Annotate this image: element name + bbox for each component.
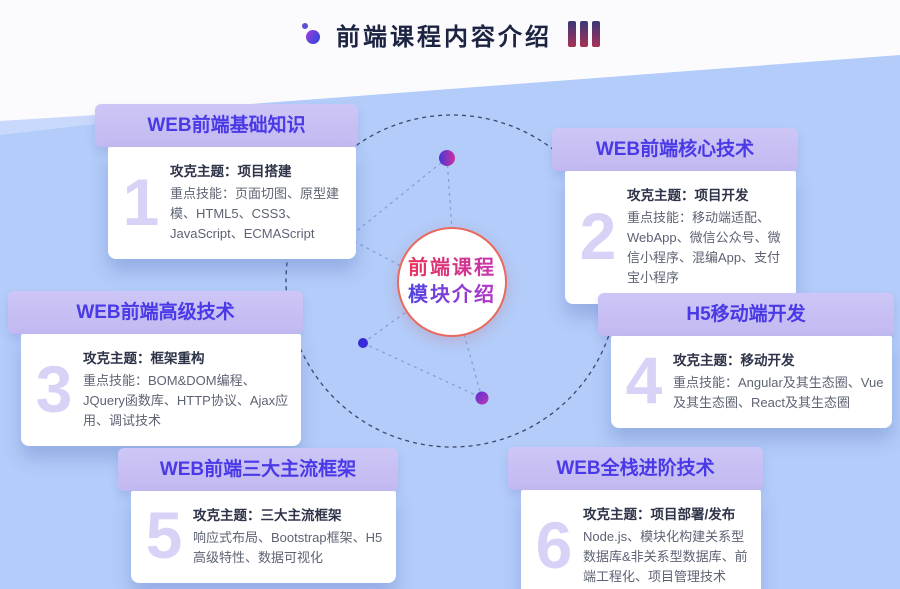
card-1-title: WEB前端基础知识 xyxy=(95,104,358,147)
card-5-skills: 响应式布局、Bootstrap框架、H5高级特性、数据可视化 xyxy=(193,530,383,566)
card-2-body: 2 攻克主题：项目开发 重点技能：移动端适配、WebApp、微信公众号、微信小程… xyxy=(565,171,796,304)
card-2-title: WEB前端核心技术 xyxy=(552,128,798,171)
hub-title-line1: 前端课程 xyxy=(408,255,496,282)
card-4-skills: 重点技能：Angular及其生态圈、Vue及其生态圈、React及其生态圈 xyxy=(673,375,884,411)
connector-lines xyxy=(347,157,483,399)
card-2-theme: 攻克主题：项目开发 xyxy=(627,188,749,203)
page-title: 前端课程内容介绍 xyxy=(336,23,552,51)
card-5-body: 5 攻克主题：三大主流框架 响应式布局、Bootstrap框架、H5高级特性、数… xyxy=(131,491,396,584)
node-dot-lower-left xyxy=(358,338,368,348)
card-3-number: 3 xyxy=(35,351,73,426)
card-2-number: 2 xyxy=(579,198,617,273)
page-header: 前端课程内容介绍 xyxy=(0,14,900,54)
card-5-theme: 攻克主题：三大主流框架 xyxy=(193,508,342,523)
course-card-2: WEB前端核心技术 2 攻克主题：项目开发 重点技能：移动端适配、WebApp、… xyxy=(552,128,798,304)
card-6-number: 6 xyxy=(535,507,573,582)
course-card-6: WEB全栈进阶技术 6 攻克主题：项目部署/发布 Node.js、模块化构建关系… xyxy=(508,447,763,589)
course-card-5: WEB前端三大主流框架 5 攻克主题：三大主流框架 响应式布局、Bootstra… xyxy=(118,448,398,584)
triple-bars-icon xyxy=(568,21,600,47)
card-4-title: H5移动端开发 xyxy=(598,293,894,336)
card-3-theme: 攻克主题：框架重构 xyxy=(83,351,205,366)
card-4-number: 4 xyxy=(625,343,663,418)
double-dot-icon xyxy=(300,22,322,46)
course-card-3: WEB前端高级技术 3 攻克主题：框架重构 重点技能：BOM&DOM编程、JQu… xyxy=(8,291,303,447)
course-card-1: WEB前端基础知识 1 攻克主题：项目搭建 重点技能：页面切图、原型建模、HTM… xyxy=(95,104,358,260)
card-6-theme: 攻克主题：项目部署/发布 xyxy=(583,507,736,522)
card-4-body: 4 攻克主题：移动开发 重点技能：Angular及其生态圈、Vue及其生态圈、R… xyxy=(611,336,892,429)
card-1-theme: 攻克主题：项目搭建 xyxy=(170,164,292,179)
node-dot-top xyxy=(439,150,455,166)
card-4-theme: 攻克主题：移动开发 xyxy=(673,353,795,368)
hub-title-line2: 模块介绍 xyxy=(408,282,496,309)
card-6-body: 6 攻克主题：项目部署/发布 Node.js、模块化构建关系型数据库&非关系型数… xyxy=(521,490,761,589)
card-2-skills: 重点技能：移动端适配、WebApp、微信公众号、微信小程序、混编App、支付宝小… xyxy=(627,210,781,286)
card-3-title: WEB前端高级技术 xyxy=(8,291,303,334)
card-1-number: 1 xyxy=(122,164,160,239)
card-5-number: 5 xyxy=(145,498,183,573)
central-hub-circle: 前端课程 模块介绍 xyxy=(397,227,507,337)
card-3-skills: 重点技能：BOM&DOM编程、JQuery函数库、HTTP协议、Ajax应用、调… xyxy=(83,373,289,429)
card-5-title: WEB前端三大主流框架 xyxy=(118,448,398,491)
card-1-skills: 重点技能：页面切图、原型建模、HTML5、CSS3、JavaScript、ECM… xyxy=(170,186,340,242)
card-6-skills: Node.js、模块化构建关系型数据库&非关系型数据库、前端工程化、项目管理技术 xyxy=(583,529,748,585)
card-3-body: 3 攻克主题：框架重构 重点技能：BOM&DOM编程、JQuery函数库、HTT… xyxy=(21,334,301,447)
node-dot-bottom xyxy=(475,391,489,405)
card-6-title: WEB全栈进阶技术 xyxy=(508,447,763,490)
course-card-4: H5移动端开发 4 攻克主题：移动开发 重点技能：Angular及其生态圈、Vu… xyxy=(598,293,894,429)
card-1-body: 1 攻克主题：项目搭建 重点技能：页面切图、原型建模、HTML5、CSS3、Ja… xyxy=(108,147,356,260)
